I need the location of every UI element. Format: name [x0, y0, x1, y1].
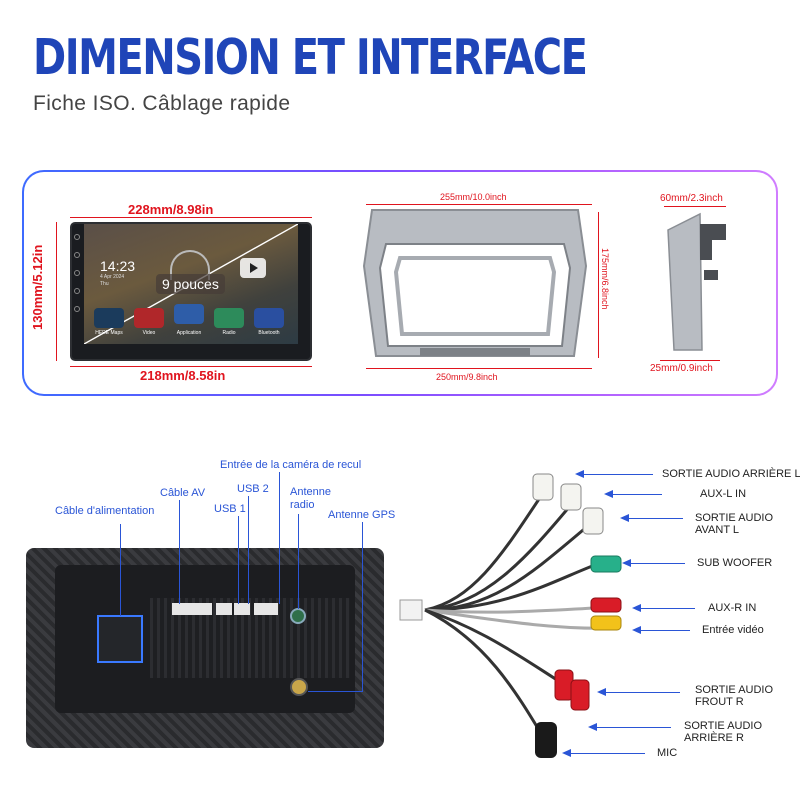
- app-label: Video: [142, 330, 156, 336]
- unit-width-bottom-label: 218mm/8.58in: [140, 368, 226, 383]
- cable-arrow-icon: [588, 723, 597, 731]
- app-label: HERE Maps: [95, 330, 123, 336]
- radio-antenna-label: Antenne radio: [290, 486, 331, 511]
- cable-label-front-l: SORTIE AUDIO AVANT L: [695, 512, 774, 536]
- side-buttons: [74, 234, 82, 344]
- cable-arrow-line: [628, 518, 683, 519]
- cable-arrow-line: [612, 494, 662, 495]
- power-callout-line: [120, 524, 121, 616]
- page-subtitle: Fiche ISO. Câblage rapide: [33, 92, 291, 115]
- app-here-maps-icon: [94, 308, 124, 328]
- av-cable-label: Câble AV: [160, 487, 206, 499]
- cable-label-video: Entrée vidéo: [702, 624, 764, 636]
- rca-harness: [399, 473, 622, 758]
- cable-arrow-line: [640, 608, 695, 609]
- unit-width-top-label: 228mm/8.98in: [128, 202, 214, 217]
- frame-height-label: 175mm/6.8inch: [600, 248, 610, 310]
- cable-label-mic: MIC: [657, 747, 678, 759]
- app-label: Application: [176, 330, 202, 336]
- side-width-top-label: 60mm/2.3inch: [660, 193, 723, 204]
- power-knob-icon: [74, 234, 80, 240]
- usb1-label: USB 1: [214, 503, 246, 515]
- app-radio-icon: [214, 308, 244, 328]
- cable-label-sub: SUB WOOFER: [697, 557, 773, 569]
- unit-width-bottom-line: [70, 366, 312, 367]
- cable-arrow-line: [640, 630, 690, 631]
- page-title: DIMENSION ET INTERFACE: [33, 30, 588, 87]
- cable-arrow-line: [596, 727, 671, 728]
- camera-callout-line: [279, 472, 280, 604]
- cable-arrow-icon: [620, 514, 629, 522]
- cable-arrow-icon: [632, 626, 641, 634]
- camera-connector: [254, 603, 278, 615]
- radio-callout-line: [298, 514, 299, 609]
- usb2-label: USB 2: [237, 483, 269, 495]
- back-button-icon: [74, 270, 80, 276]
- av-connector: [172, 603, 212, 615]
- screen-clock: 14:23: [100, 258, 136, 274]
- cable-arrow-icon: [632, 604, 641, 612]
- frame-width-top-label: 255mm/10.0inch: [440, 192, 507, 202]
- gps-callout-line-h: [308, 691, 363, 692]
- av-callout-line: [179, 500, 180, 604]
- cable-arrow-line: [570, 753, 645, 754]
- usb1-callout-line: [238, 516, 239, 604]
- power-connector: [97, 615, 143, 663]
- gps-callout-line-v: [362, 522, 363, 692]
- usb2-callout-line: [248, 496, 249, 604]
- cable-arrow-icon: [622, 559, 631, 567]
- home-button-icon: [74, 252, 80, 258]
- cable-arrow-icon: [562, 749, 571, 757]
- cable-label-rear-l: SORTIE AUDIO ARRIÈRE L: [662, 468, 800, 480]
- cable-arrow-line: [583, 474, 653, 475]
- screen-size-badge: 9 pouces: [156, 274, 225, 294]
- app-label: Bluetooth: [258, 330, 280, 336]
- cable-arrow-icon: [575, 470, 584, 478]
- play-button-icon: [240, 258, 266, 278]
- side-width-bottom-line: [660, 360, 720, 361]
- unit-width-top-line: [70, 217, 312, 218]
- gps-antenna-port: [290, 678, 308, 696]
- speedometer-icon: [170, 250, 210, 280]
- frame-height-line: [598, 212, 599, 358]
- gps-antenna-label: Antenne GPS: [328, 509, 396, 521]
- side-bracket: [667, 212, 726, 351]
- frame-width-bottom-label: 250mm/9.8inch: [436, 372, 498, 382]
- power-cable-label: Câble d'alimentation: [55, 505, 155, 517]
- mounting-frame: [362, 209, 588, 357]
- device-screen: 14:23 4 Apr 2024 Thu 9 pouces HERE Maps …: [84, 224, 298, 344]
- cable-label-front-r: SORTIE AUDIO FROUT R: [695, 684, 774, 708]
- cable-label-aux-r: AUX-R IN: [708, 602, 757, 614]
- screen-day: Thu: [100, 281, 109, 287]
- radio-antenna-port: [290, 608, 306, 624]
- cable-label-aux-l: AUX-L IN: [700, 488, 747, 500]
- cable-arrow-icon: [604, 490, 613, 498]
- unit-height-label: 130mm/5.12in: [30, 244, 45, 330]
- camera-input-label: Entrée de la caméra de recul: [220, 459, 362, 471]
- unit-height-line: [56, 222, 57, 361]
- app-application-icon: [174, 304, 204, 324]
- cable-arrow-line: [605, 692, 680, 693]
- app-bluetooth-icon: [254, 308, 284, 328]
- frame-width-top-line: [366, 204, 592, 205]
- cable-arrow-icon: [597, 688, 606, 696]
- app-video-icon: [134, 308, 164, 328]
- cable-label-rear-r: SORTIE AUDIO ARRIÈRE R: [684, 720, 763, 744]
- usb1-connector: [216, 603, 232, 615]
- cable-arrow-line: [630, 563, 685, 564]
- side-width-bottom-label: 25mm/0.9inch: [650, 363, 713, 374]
- usb2-connector: [234, 603, 250, 615]
- side-width-top-line: [664, 206, 726, 207]
- app-label: Radio: [222, 330, 236, 336]
- volume-down-icon: [74, 306, 80, 312]
- volume-up-icon: [74, 288, 80, 294]
- screen-date: 4 Apr 2024: [100, 274, 125, 280]
- frame-width-bottom-line: [366, 368, 592, 369]
